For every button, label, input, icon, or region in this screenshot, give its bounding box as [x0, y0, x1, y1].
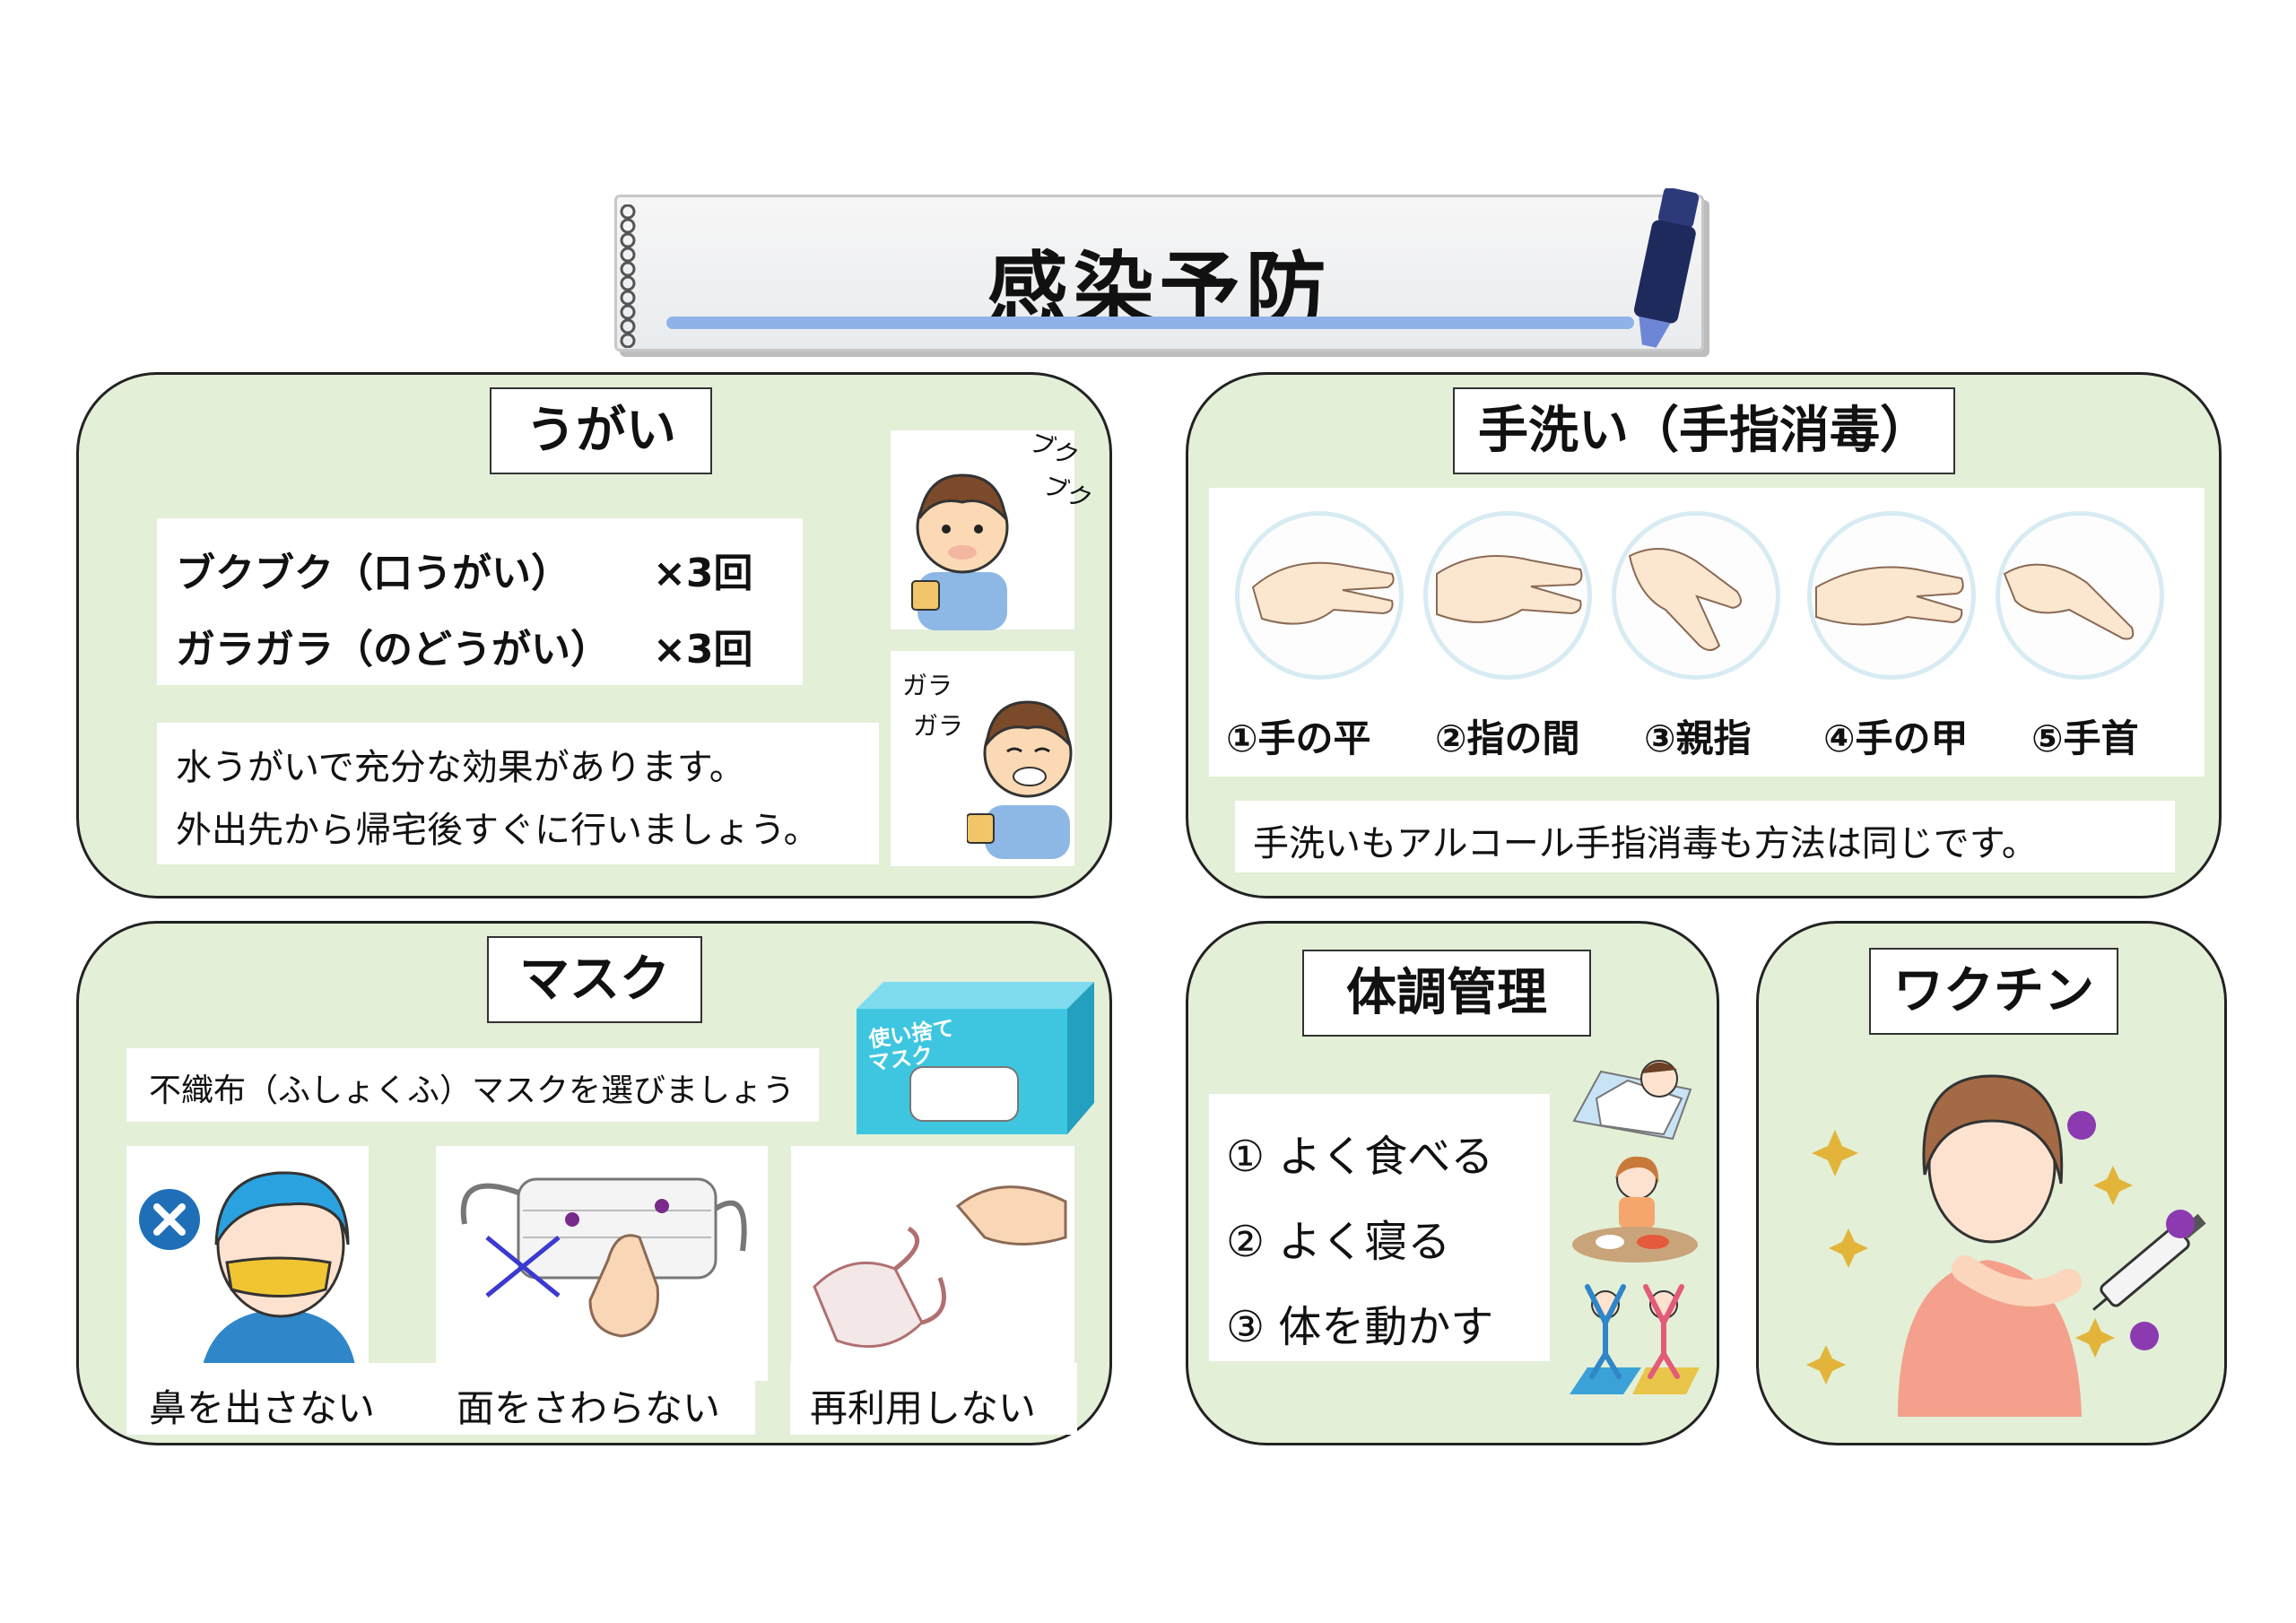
reuse-label-box [790, 1363, 1077, 1435]
eating-meal-illustration [1572, 1156, 1698, 1263]
health-list-box [1209, 1094, 1550, 1361]
marker-pen-icon [1633, 188, 1700, 348]
gargle-note-line-2: 外出先から帰宅後すぐに行いましょう。 [176, 810, 820, 851]
vaccinated-woman-illustration [1806, 1074, 2206, 1417]
handwash-note-box [1235, 801, 2175, 872]
mask-note: 不織布（ふしょくふ）マスクを選びましょう [149, 1072, 796, 1109]
mask-note-box [126, 1048, 819, 1122]
sfx-garagara-2: ガラ [913, 711, 964, 741]
gargle-row-1-count: ×3回 [653, 551, 753, 596]
hand-step-5-label: ⑤手首 [2031, 716, 2139, 760]
title-banner: 感染予防 [614, 188, 1704, 352]
health-item-1: ① よく食べる [1226, 1132, 1494, 1182]
handwash-note: 手洗いもアルコール手指消毒も方法は同じです。 [1253, 823, 2038, 864]
handwash-panel: 手洗い（手指消毒） ①手の平 ②指の間 ③親指 ④手の甲 ⑤手首 手洗いもアルコ… [1186, 372, 2222, 898]
gargle-note-line-1: 水うがいで充分な効果があります。 [176, 747, 745, 788]
handwash-heading: 手洗い（手指消毒） [1453, 387, 1955, 474]
mask-item-3: 再利用しない [810, 1386, 1037, 1430]
gargle-steps-box [157, 518, 803, 685]
sfx-garagara-1: ガラ [902, 671, 953, 700]
gargle-heading: うがい [490, 387, 712, 474]
nose-out-label-box [126, 1363, 446, 1435]
mask-item-1: 鼻を出さない [149, 1386, 376, 1430]
health-item-2: ② よく寝る [1226, 1217, 1451, 1267]
hand-step-1-label: ①手の平 [1226, 716, 1371, 760]
hand-step-2-label: ②指の間 [1435, 716, 1580, 760]
boy-gargling-throat-illustration [967, 700, 1073, 859]
disposable-mask-box-icon [857, 982, 1094, 1134]
person-nose-exposed-illustration [139, 1171, 357, 1379]
sleeping-person-illustration [1572, 1060, 1692, 1141]
notebook-spiral-icon [620, 204, 636, 348]
vaccine-panel: ワクチン [1756, 921, 2227, 1445]
gargle-panel: うがい ブクブク（口うがい） ×3回 ガラガラ（のどうがい） ×3回 水うがいで… [76, 372, 1112, 898]
vaccine-heading: ワクチン [1869, 948, 2118, 1035]
gargle-row-1-label: ブクブク（口うがい） [176, 551, 570, 596]
touch-front-label-box [436, 1363, 755, 1435]
hands-illustrations [1251, 548, 2135, 651]
hand-step-3-label: ③親指 [1644, 716, 1752, 760]
mask-panel: マスク 不織布（ふしょくふ）マスクを選びましょう 使い捨て マスク 鼻を出さない… [76, 921, 1112, 1445]
gargle-row-2-label: ガラガラ（のどうがい） [176, 627, 610, 673]
mask-heading: マスク [487, 936, 702, 1023]
health-panel: 体調管理 ① よく食べる ② よく寝る ③ 体を動かす [1186, 921, 1719, 1445]
gargle-note-box [157, 723, 879, 864]
hand-touching-mask-illustration [460, 1177, 747, 1338]
gargle-row-2-count: ×3回 [653, 627, 753, 673]
discarded-mask-illustration [813, 1185, 1067, 1349]
title-underline [666, 317, 1634, 329]
exercising-kids-illustration [1570, 1284, 1700, 1394]
mask-item-2: 面をさわらない [457, 1386, 721, 1430]
hand-step-4-label: ④手の甲 [1823, 716, 1969, 760]
boy-rinsing-mouth-illustration [911, 473, 1009, 630]
health-item-3: ③ 体を動かす [1226, 1302, 1494, 1352]
health-heading: 体調管理 [1302, 950, 1591, 1037]
